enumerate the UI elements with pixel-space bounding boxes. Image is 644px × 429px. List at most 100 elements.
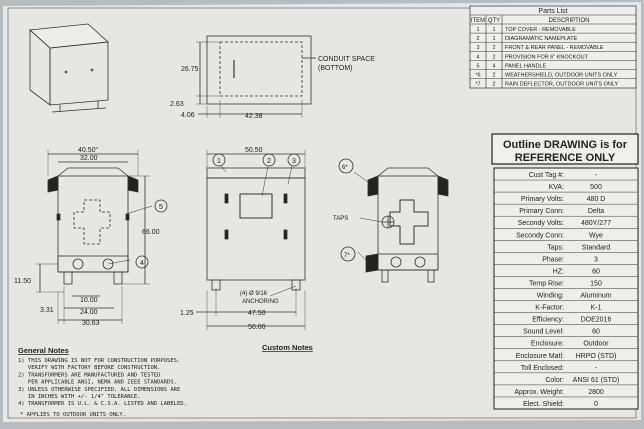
general-notes: General Notes 1) THIS DRAWING IS NOT FOR… xyxy=(18,346,187,418)
callout-circle-5 xyxy=(154,199,168,213)
spec-label: Toll Enclosed: xyxy=(521,365,564,372)
spec-label: Secondy Conn: xyxy=(516,232,564,239)
spec-value: K-1 xyxy=(591,305,602,312)
callout-1: 1 xyxy=(217,158,221,165)
spec-label: Efficiency: xyxy=(532,317,564,324)
spec-value: HRPO (STD) xyxy=(576,353,617,360)
spec-value: 60 xyxy=(592,329,600,336)
dim-26-75: 26.75 xyxy=(181,66,199,73)
general-note-line: PER APPLICABLE ANSI, NEMA AND IEEE STAND… xyxy=(18,380,177,386)
reference-line-2: REFERENCE ONLY xyxy=(515,152,616,164)
parts-list: Parts List ITEM QTY DESCRIPTION 1 1 TOP CO… xyxy=(469,5,637,89)
spec-label: Temp Rise: xyxy=(529,280,564,287)
parts-row-description: WEATHERSHIELD, OUTDOOR UNITS ONLY xyxy=(505,73,618,79)
dim-1-25: 1.25 xyxy=(180,310,194,317)
spec-label: Primary Volts: xyxy=(521,196,564,203)
parts-row-qty: 1 xyxy=(492,36,495,42)
conduit-label-sub: (BOTTOM) xyxy=(318,65,352,72)
parts-row-description: TOP COVER - REMOVABLE xyxy=(505,27,576,33)
spec-label: Color: xyxy=(545,377,564,384)
spec-value: ANSI 61 (STD) xyxy=(573,377,620,384)
dim-50-00: 50.00 xyxy=(248,324,266,331)
dim-47-50: 47.50 xyxy=(248,310,266,317)
parts-header-qty: QTY xyxy=(488,18,500,24)
parts-row-item: 5 xyxy=(476,63,479,69)
spec-value: 480 D xyxy=(587,196,606,203)
dim-66-00: 66.00 xyxy=(142,229,160,236)
dim-42-38: 42.38 xyxy=(245,113,263,120)
anchoring-label: (4) Ø 9/16 xyxy=(240,291,268,297)
outdoor-footnote: * APPLIES TO OUTDOOR UNITS ONLY. xyxy=(20,412,126,418)
reference-box: Outline DRAWING is for REFERENCE ONLY xyxy=(491,133,639,165)
isometric-view xyxy=(29,23,109,113)
spec-label: Phase: xyxy=(542,256,564,263)
spec-value: Outdoor xyxy=(583,341,609,348)
spec-label: HZ: xyxy=(553,268,564,275)
paper-background xyxy=(3,2,641,422)
parts-row-qty: 2 xyxy=(492,45,495,51)
spec-value: DOE2016 xyxy=(581,317,612,324)
callout-circle-1 xyxy=(212,153,226,167)
callout-5: 5 xyxy=(159,204,163,211)
spec-value: 0 xyxy=(594,401,598,408)
reference-line-1: Outline DRAWING is for xyxy=(503,139,628,151)
general-note-line: IN INCHES WITH +/- 1/4" TOLERANCE. xyxy=(18,394,141,400)
spec-label: Elect. Shield: xyxy=(523,401,564,408)
spec-value: - xyxy=(595,172,598,179)
spec-label: Sound Level: xyxy=(523,329,564,336)
parts-row-item: 2 xyxy=(476,36,479,42)
callout-7: 7* xyxy=(344,253,350,259)
callout-2: 2 xyxy=(267,158,271,165)
spec-value: 60 xyxy=(592,268,600,275)
callout-6: 6* xyxy=(342,165,348,171)
callout-circle-6 xyxy=(338,158,354,174)
spec-value: Aluminum xyxy=(580,293,611,300)
spec-value: 150 xyxy=(590,280,602,287)
spec-label: Cust Tag #: xyxy=(529,172,564,179)
callout-4: 4 xyxy=(140,260,144,267)
spec-label: Primary Conn: xyxy=(519,208,564,215)
callout-circle-2 xyxy=(262,153,276,167)
general-notes-title: General Notes xyxy=(18,346,69,355)
spec-label: K-Factor: xyxy=(535,305,564,312)
dim-2-63: 2.63 xyxy=(170,101,184,108)
parts-row-description: RAIN DEFLECTOR, OUTDOOR UNITS ONLY xyxy=(505,82,619,88)
spec-value: 480Y/277 xyxy=(581,220,611,227)
parts-row-qty: 4 xyxy=(492,63,495,69)
dim-10-00: 10.00 xyxy=(80,297,98,304)
parts-header-item: ITEM xyxy=(471,18,485,24)
general-note-line: 4) TRANSFORMER IS U.L. & C.S.A. LISTED A… xyxy=(18,401,187,407)
spec-value: 2800 xyxy=(588,389,604,396)
parts-header-description: DESCRIPTION xyxy=(548,18,589,24)
general-note-line: 2) TRANSFORMERS ARE MANUFACTURED AND TES… xyxy=(18,372,160,378)
parts-row-qty: 1 xyxy=(492,27,495,33)
dim-4-06: 4.06 xyxy=(181,112,195,119)
parts-row-description: DIAGRAMATIC NAMEPLATE xyxy=(505,36,578,42)
parts-list-title: Parts List xyxy=(538,8,567,15)
parts-row-qty: 2 xyxy=(492,82,495,88)
spec-label: Winding: xyxy=(537,293,564,300)
parts-row-description: PROVISION FOR 6" KNOCKOUT xyxy=(505,54,589,60)
parts-row-qty: 2 xyxy=(492,54,495,60)
side-view xyxy=(36,150,153,324)
parts-row-item: *6 xyxy=(475,73,480,79)
callout-circle-7 xyxy=(340,246,356,262)
dim-30-63: 30.63 xyxy=(82,320,100,327)
dim-32-00: 32.00 xyxy=(80,155,98,162)
parts-row-item: *7 xyxy=(475,82,480,88)
spec-label: Approx. Weight: xyxy=(514,389,564,396)
general-note-line: 1) THIS DRAWING IS NOT FOR CONSTRUCTION … xyxy=(18,358,180,364)
general-note-line: 3) UNLESS OTHERWISE SPECIFIED, ALL DIMEN… xyxy=(18,387,180,393)
bottom-view xyxy=(196,35,316,118)
custom-notes-title: Custom Notes xyxy=(262,343,313,352)
spec-value: 500 xyxy=(590,184,602,191)
spec-value: - xyxy=(595,365,598,372)
callout-3: 3 xyxy=(292,158,296,165)
parts-row-qty: 2 xyxy=(492,73,495,79)
spec-value: 3 xyxy=(594,256,598,263)
spec-label: Secondy Volts: xyxy=(518,220,564,227)
parts-row-description: FRONT & REAR PANEL - REMOVABLE xyxy=(505,45,604,51)
dim-3-31: 3.31 xyxy=(40,307,54,314)
